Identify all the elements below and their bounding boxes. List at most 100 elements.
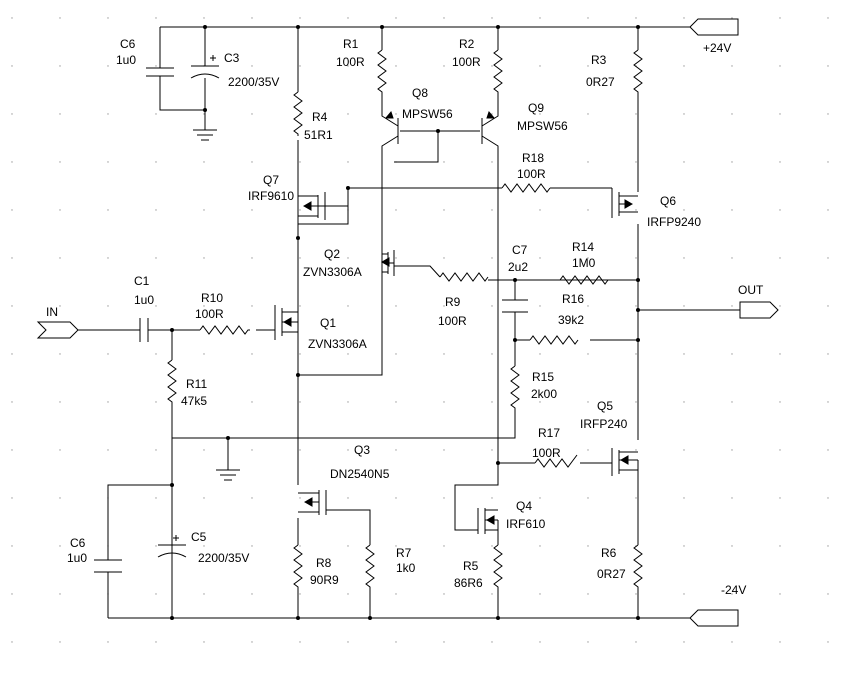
resistor-r14 [559,275,609,285]
grid-dot [491,17,493,19]
grid-dot [827,257,829,259]
grid-dot [731,545,733,547]
grid-dot [683,593,685,595]
transistor-q8 [384,110,399,144]
ground-icon-top [193,129,217,141]
grid-dot [443,593,445,595]
ports [36,18,779,627]
label-r5: R5 [463,559,479,573]
grid-dot [731,257,733,259]
grid-dot [539,65,541,67]
grid-dot [827,449,829,451]
label-q6-value: IRFP9240 [647,215,701,229]
grid-dot [347,641,349,643]
transistors [274,110,638,534]
label-q8-value: MPSW56 [402,107,453,121]
grid-dot [203,113,205,115]
grid-dot [443,17,445,19]
grid-dot [443,497,445,499]
grid-dot [683,65,685,67]
label-r11-value: 47k5 [181,394,207,408]
grid-dot [635,641,637,643]
resistor-r8 [293,544,303,593]
grid-dot [347,161,349,163]
label-c3-value: 2200/35V [228,75,279,89]
grid-dot [155,497,157,499]
grid-dot [779,209,781,211]
grid-dot [347,305,349,307]
label-r10-value: 100R [195,307,224,321]
grid-dot [491,209,493,211]
label-c7: C7 [512,243,528,257]
grid-dot [779,161,781,163]
resistor-r11 [167,359,177,408]
label-r17: R17 [538,426,560,440]
grid-dot [203,17,205,19]
resistor-r6 [633,544,643,593]
label-q1: Q1 [320,316,336,330]
label-q9-value: MPSW56 [517,119,568,133]
grid-dot [251,401,253,403]
grid-dot [251,353,253,355]
resistor-r17 [534,454,578,468]
grid-dot [155,353,157,355]
resistor-r4 [293,91,303,136]
grid-dot [347,257,349,259]
grid-dot [443,113,445,115]
grid-dot [155,113,157,115]
label-r15-value: 2k00 [531,387,557,401]
port-vminus-arrow [689,609,739,627]
grid-dot [635,305,637,307]
grid-dot [107,65,109,67]
grid-dot [779,401,781,403]
grid-dot [731,593,733,595]
grid-dot [443,449,445,451]
grid-dot [539,545,541,547]
label-r11: R11 [186,377,207,391]
grid-dot [251,209,253,211]
label-q3: Q3 [354,443,370,457]
grid-dot [635,113,637,115]
grid-dot [827,305,829,307]
label-q2-value: ZVN3306A [303,265,362,279]
label-r15: R15 [532,370,554,384]
label-vminus: -24V [721,583,746,597]
transistor-q6 [611,188,638,218]
grid-dot [395,209,397,211]
grid-dot [443,545,445,547]
grid-dot [779,593,781,595]
grid-dot [299,593,301,595]
grid-dot [59,65,61,67]
grid-dot [251,17,253,19]
grid-dot [683,209,685,211]
label-r14: R14 [572,240,594,254]
grid-dot [347,593,349,595]
label-q8: Q8 [412,86,428,100]
grid-dot [539,161,541,163]
grid-dot [491,449,493,451]
label-q2: Q2 [324,247,340,261]
grid-dot [827,113,829,115]
grid-dot [827,593,829,595]
grid-dot [203,497,205,499]
grid-dot [299,353,301,355]
label-r2-value: 100R [452,55,481,69]
grid-dot [11,545,13,547]
grid-dot [155,545,157,547]
grid-dot [107,641,109,643]
port-out-arrow [739,301,779,319]
resistor-r7 [365,544,375,593]
transistor-q7 [298,192,348,220]
label-r1: R1 [343,37,359,51]
grid-dot [587,113,589,115]
grid-dot [683,161,685,163]
label-r16: R16 [562,292,584,306]
resistors [167,49,643,593]
label-r2: R2 [459,37,475,51]
grid-dot [827,497,829,499]
grid-dot [155,257,157,259]
label-q7: Q7 [263,173,279,187]
transistor-q3 [298,490,327,515]
label-r5-value: 86R6 [454,576,483,590]
